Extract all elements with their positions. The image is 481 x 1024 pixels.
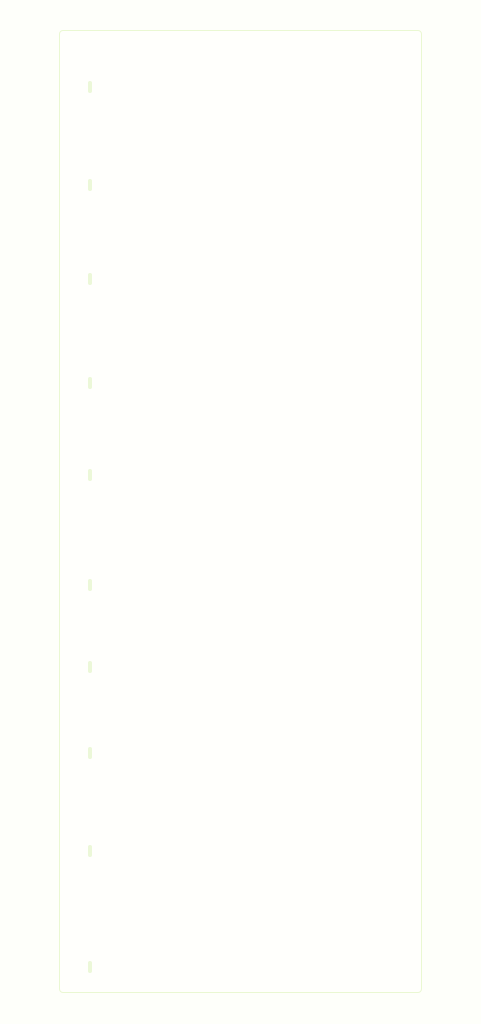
bullet-marker-icon <box>88 961 92 973</box>
bullet-marker-icon <box>88 81 92 93</box>
feed-card <box>59 30 422 993</box>
bullet-marker-icon <box>88 579 92 591</box>
bullet-marker-icon <box>88 661 92 673</box>
bullet-marker-icon <box>88 747 92 759</box>
bullet-marker-icon <box>88 179 92 191</box>
bullet-marker-icon <box>88 273 92 285</box>
bullet-marker-icon <box>88 845 92 857</box>
bullet-marker-icon <box>88 469 92 481</box>
bullet-marker-icon <box>88 377 92 389</box>
